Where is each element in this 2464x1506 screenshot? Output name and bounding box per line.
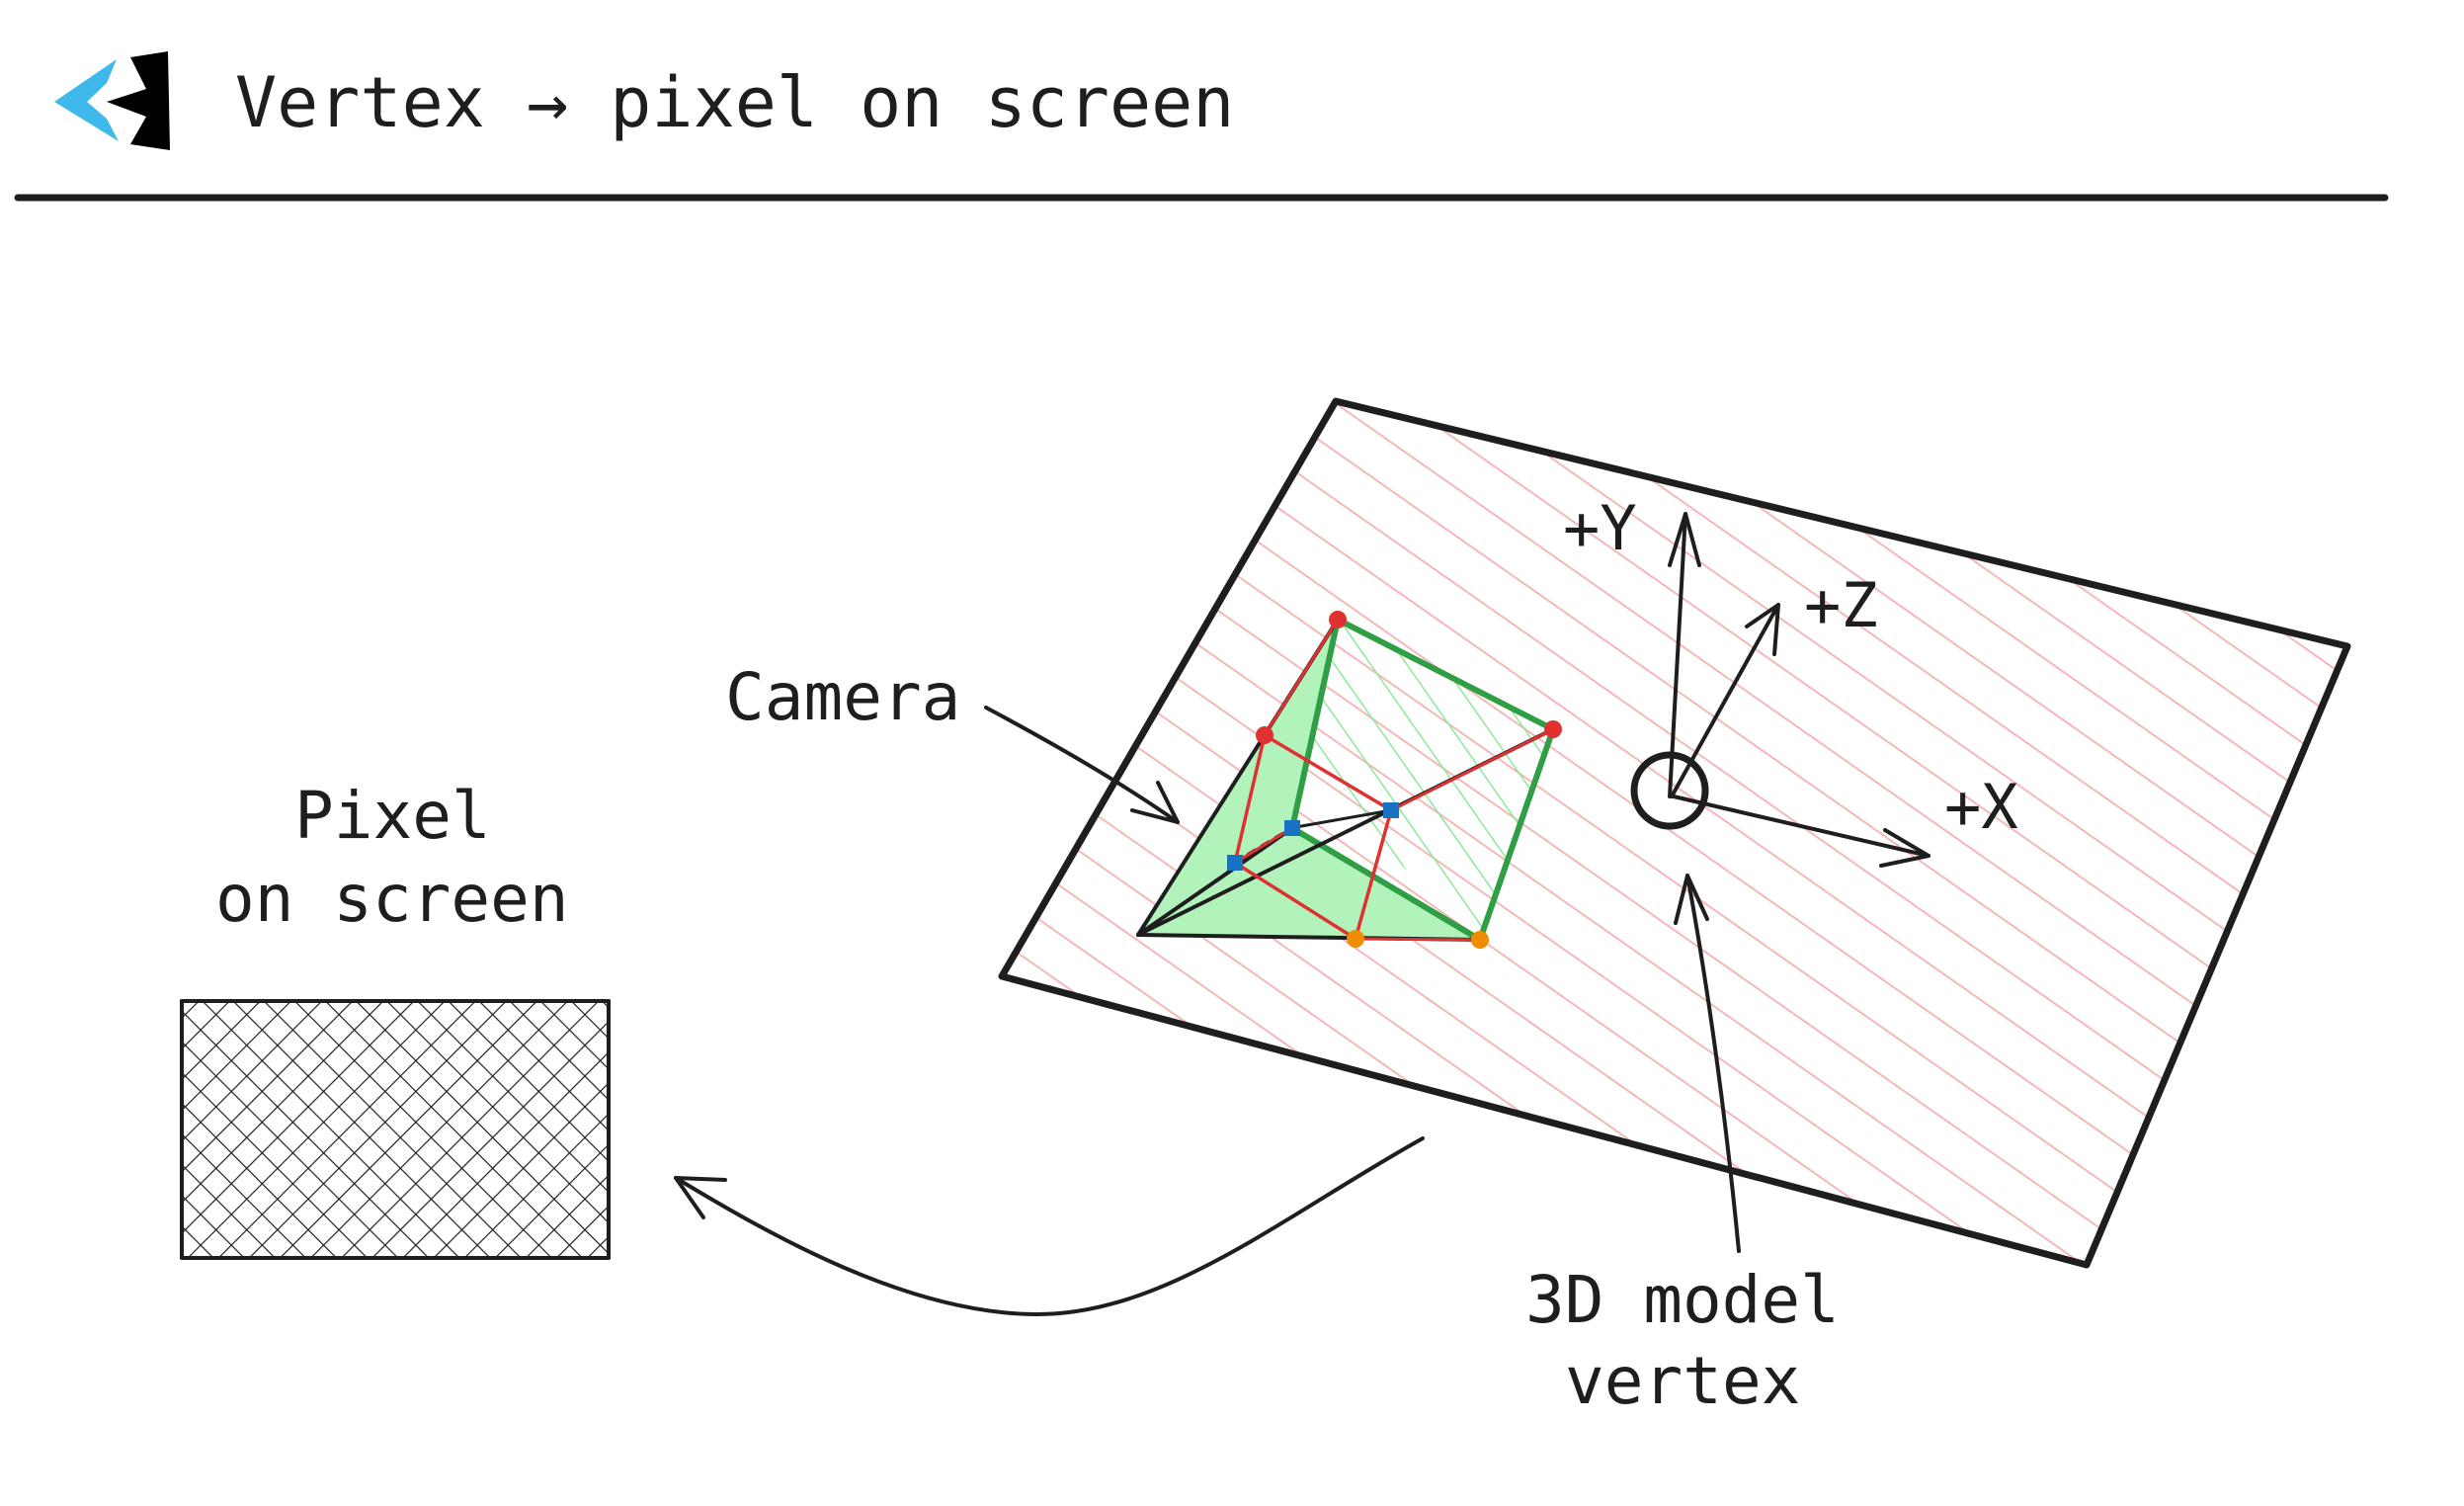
- point-orange: [1347, 930, 1364, 948]
- axis-y-arrow: [1668, 512, 1687, 798]
- point-blue: [1383, 802, 1399, 818]
- point-red: [1256, 726, 1273, 744]
- page-title: Vertex → pixel on screen: [235, 62, 1234, 143]
- camera-pointer-arrow: [984, 706, 1180, 824]
- axis-z-label: +Z: [1804, 569, 1878, 641]
- pixel-label-line1: Pixel: [294, 778, 491, 854]
- header-logo: [54, 51, 170, 150]
- axis-x-label: +X: [1944, 771, 2018, 843]
- excalidraw-logo-icon: [54, 51, 170, 150]
- point-red: [1544, 720, 1562, 738]
- vertex-circle: [1630, 751, 1709, 830]
- axis-y-label: +Y: [1563, 492, 1637, 564]
- frustum-bottom-face: [1138, 828, 1480, 940]
- point-blue: [1227, 855, 1243, 871]
- pixel-label-line2: on screen: [215, 861, 569, 937]
- axes-gizmo: [1630, 512, 1930, 868]
- axis-z-arrow: [1670, 603, 1780, 798]
- axis-x-arrow: [1672, 795, 1930, 858]
- vertex-pointer-arrow: [1674, 874, 1741, 1253]
- point-orange: [1471, 931, 1489, 949]
- vertex-label-line2: vertex: [1565, 1343, 1800, 1419]
- point-red: [1329, 611, 1347, 628]
- frustum-far-plane: [1265, 620, 1553, 940]
- projection-curve-arrow: [674, 1136, 1425, 1316]
- vertex-label-line1: 3D model: [1525, 1262, 1840, 1338]
- point-blue: [1284, 820, 1300, 836]
- camera-frustum: [1136, 611, 1562, 949]
- pixel-box: [180, 999, 611, 1260]
- camera-label: Camera: [725, 659, 960, 735]
